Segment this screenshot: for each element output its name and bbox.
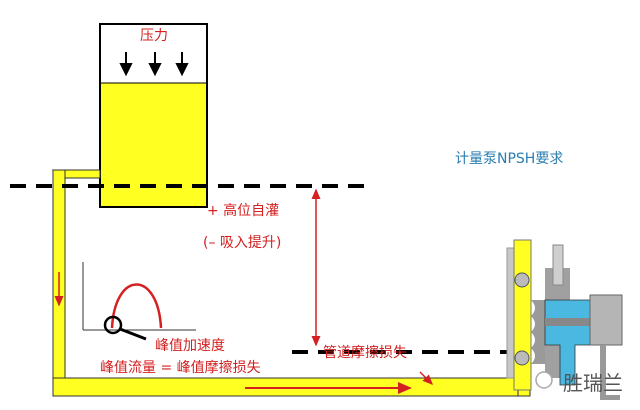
friction-pointer-arrow bbox=[419, 371, 434, 386]
watermark: 胜瑞兰 bbox=[563, 371, 623, 395]
flooded-suction-label: + 高位自灌 bbox=[207, 203, 280, 219]
suction-lift-label: (– 吸入提升) bbox=[203, 235, 282, 251]
metering-pump-icon bbox=[506, 239, 623, 400]
peak-acceleration-label: 峰值加速度 bbox=[155, 338, 225, 354]
flow-curve bbox=[110, 283, 163, 329]
pressurized-tank bbox=[99, 23, 208, 208]
magnifier-icon bbox=[103, 315, 123, 335]
pressure-arrows-icon bbox=[119, 52, 189, 77]
pressure-label: 压力 bbox=[140, 28, 168, 44]
peak-flow-equation: 峰值流量 = 峰值摩擦损失 bbox=[100, 360, 261, 376]
npsh-title: 计量泵NPSH要求 bbox=[455, 151, 564, 167]
pipe-friction-loss-label: 管道摩擦损失 bbox=[323, 345, 407, 361]
wechat-icon bbox=[535, 371, 553, 389]
acceleration-graph bbox=[82, 262, 196, 341]
